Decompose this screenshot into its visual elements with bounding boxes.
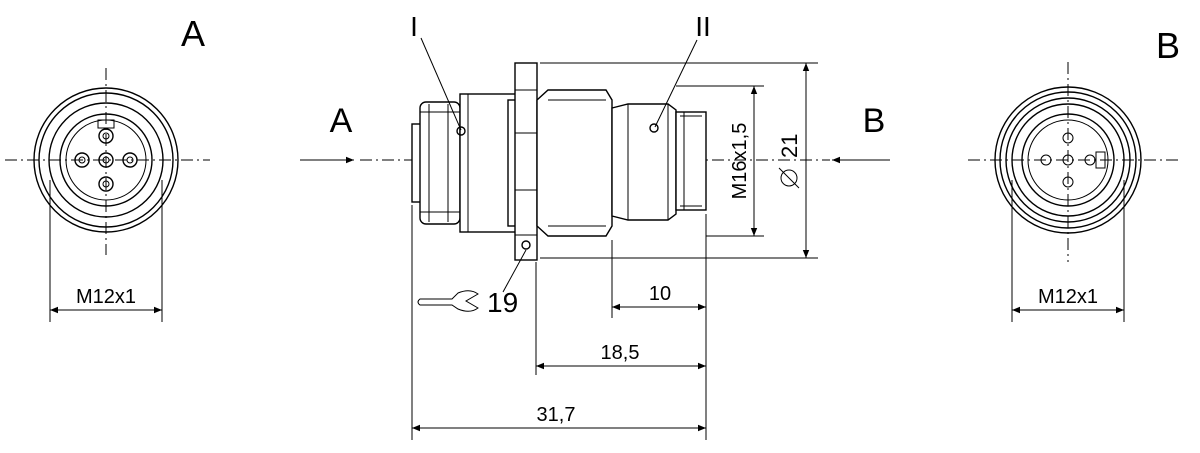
pin-bottom-b	[1062, 176, 1074, 188]
diameter-group: 21	[777, 134, 802, 189]
thread-label-a: M12x1	[76, 286, 136, 308]
pin-top-hole-a	[102, 132, 110, 140]
pin-center-hole-a	[102, 156, 110, 164]
pin-left-b	[1040, 154, 1052, 166]
pin-right-hole-a	[126, 156, 134, 164]
pin-bottom-a	[98, 176, 114, 192]
diameter-symbol-slash	[778, 167, 800, 189]
key-b	[1095, 151, 1106, 169]
hex-flange	[514, 62, 538, 261]
wrench-size-label: 19	[487, 287, 518, 318]
dim-18-5-label: 18,5	[601, 342, 640, 364]
thread-ring-b	[1011, 103, 1125, 217]
key-slot-a	[97, 119, 115, 129]
pin-top-a	[98, 128, 114, 144]
arrow-label-b: B	[863, 102, 886, 140]
pin-top-b	[1062, 132, 1074, 144]
hex-marker	[521, 240, 531, 250]
pin-bottom-hole-a	[102, 180, 110, 188]
side-view: I II A B M16x1,5 21 19 10 18,5	[300, 11, 890, 440]
diameter-label: 21	[777, 134, 802, 158]
pin-right-b	[1084, 154, 1096, 166]
outer-ring-inner-a	[38, 92, 174, 228]
hex-thread-label: M16x1,5	[729, 123, 751, 200]
leader-part-2	[654, 39, 698, 128]
insert-ring-a	[59, 113, 153, 207]
outer-ring-a	[33, 87, 179, 233]
outer-ring-3-b	[1005, 97, 1131, 223]
pin-left-a	[74, 152, 90, 168]
leader-wrench	[502, 249, 527, 293]
thread-label-b: M12x1	[1038, 286, 1098, 308]
outer-ring-b	[994, 86, 1142, 234]
end-view-a: M12x1 A	[5, 13, 210, 322]
pin-right-a	[122, 152, 138, 168]
pin-center-b	[1062, 154, 1074, 166]
right-end	[675, 111, 707, 211]
insert-face-b	[1027, 119, 1109, 201]
part-2-body	[611, 103, 677, 221]
end-view-b: M12x1 B	[968, 25, 1180, 322]
view-label-b: B	[1156, 25, 1180, 66]
outer-ring-2-b	[999, 91, 1137, 229]
dim-10-label: 10	[649, 283, 671, 305]
view-label-a: A	[181, 13, 205, 54]
pin-center-a	[98, 152, 114, 168]
leader-part-1	[420, 37, 462, 131]
threaded-body	[536, 89, 613, 237]
part-2-label: II	[695, 11, 711, 42]
part-2-marker	[649, 123, 659, 133]
insert-ring-b	[1021, 113, 1115, 207]
dim-31-7-label: 31,7	[537, 404, 576, 426]
part-1-marker	[456, 126, 466, 136]
left-body	[419, 101, 461, 225]
arrow-label-a: A	[330, 102, 353, 140]
thread-ring-a	[48, 102, 164, 218]
diameter-symbol-icon	[780, 169, 798, 187]
part-1-label: I	[410, 11, 418, 42]
wrench-icon	[417, 290, 479, 312]
pin-left-hole-a	[78, 156, 86, 164]
